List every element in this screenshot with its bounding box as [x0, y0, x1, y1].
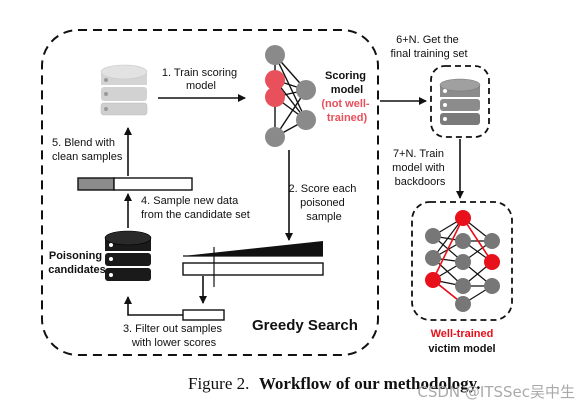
- caption-title: Workflow of our methodology.: [259, 374, 481, 393]
- clean-data-database-icon: [100, 64, 148, 116]
- filtered-samples-bar: [182, 309, 225, 321]
- well-trained-label: Well-trained: [431, 328, 494, 340]
- caption-prefix: Figure 2.: [188, 374, 249, 393]
- step5-label: 5. Blend with clean samples: [52, 137, 123, 163]
- step4-label: 4. Sample new data from the candidate se…: [141, 195, 250, 221]
- step2-label: 2. Score each poisoned sample: [289, 183, 360, 223]
- step7-label: 7+N. Train model with backdoors: [392, 148, 448, 188]
- step3-label: 3. Filter out samples with lower scores: [123, 323, 225, 349]
- score-distribution-bar: [182, 241, 324, 287]
- step3-arrow: [124, 296, 183, 316]
- victim-model-label: victim model: [428, 343, 495, 355]
- final-training-set-frame: [430, 65, 490, 138]
- poisoning-candidates-database-icon: [104, 230, 152, 281]
- greedy-search-label: Greedy Search: [252, 317, 358, 334]
- scoring-model-label: Scoring model: [325, 70, 369, 96]
- victim-model-neural-network-icon: [425, 210, 500, 312]
- not-well-trained-label: (not well- trained): [321, 98, 372, 124]
- figure-caption: Figure 2. Workflow of our methodology.: [188, 374, 480, 393]
- step1-label: 1. Train scoring model: [162, 67, 240, 92]
- final-training-set-database-icon: [439, 78, 481, 125]
- blended-dataset-bar: [77, 177, 193, 191]
- scoring-model-neural-network-icon: [265, 45, 316, 147]
- step6-label: 6+N. Get the final training set: [390, 34, 467, 60]
- watermark: CSDN @ITSSec吴中生: [417, 383, 575, 401]
- poisoning-candidates-label: Poisoning candidates: [48, 250, 105, 276]
- victim-model-frame: [411, 201, 513, 321]
